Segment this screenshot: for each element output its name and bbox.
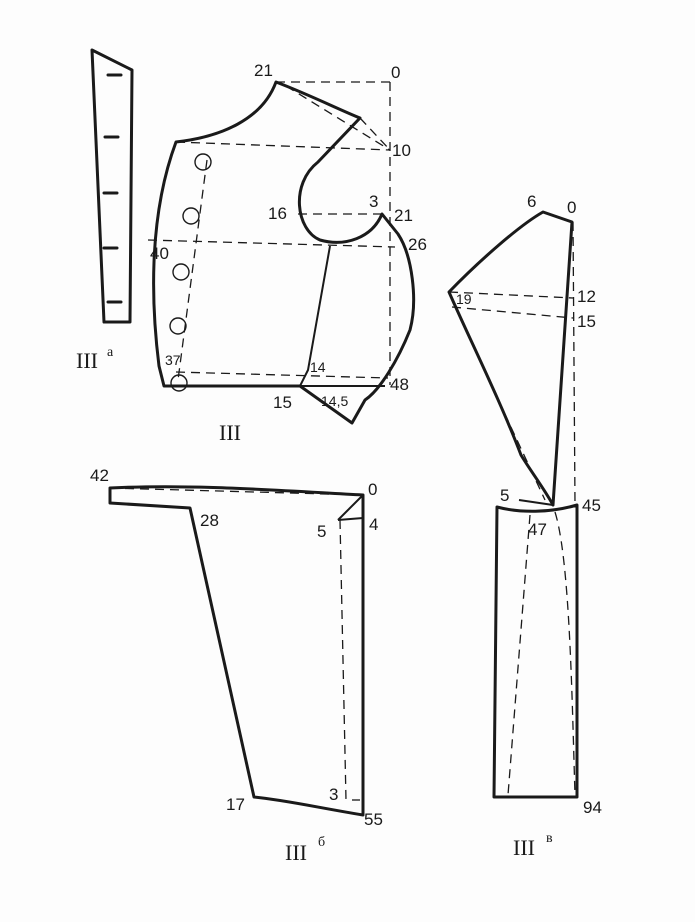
collar-notch-line-2 xyxy=(337,517,364,521)
front-point-26: 26 xyxy=(408,235,427,254)
sleeve-point-19: 19 xyxy=(456,291,472,307)
sleeve-point-6: 6 xyxy=(527,192,536,211)
front-outline xyxy=(152,80,416,425)
front-buttons xyxy=(169,153,212,392)
facing-piece: III а xyxy=(76,48,134,373)
front-point-48: 48 xyxy=(390,375,409,394)
button-mark xyxy=(170,374,188,392)
collar-point-3: 3 xyxy=(329,785,338,804)
front-side-seam xyxy=(299,245,331,387)
front-point-40: 40 xyxy=(150,244,169,263)
sleeve-point-45: 45 xyxy=(582,496,601,515)
collar-point-28: 28 xyxy=(200,511,219,530)
sleeve-point-0: 0 xyxy=(567,198,576,217)
collar-point-55: 55 xyxy=(364,810,383,829)
sleeve-upper-outline xyxy=(447,210,574,507)
sleeve-piece: 6 0 19 12 15 5 45 47 94 III в xyxy=(447,192,602,860)
front-piece: 21 0 10 16 3 21 40 26 37 14 48 15 14,5 I… xyxy=(147,61,427,445)
facing-outline xyxy=(90,48,134,324)
collar-caption-sup: б xyxy=(318,835,325,850)
sleeve-lower-outline xyxy=(492,503,579,799)
sleeve-caption: III xyxy=(513,835,535,860)
collar-point-5: 5 xyxy=(317,522,326,541)
front-point-0: 0 xyxy=(391,63,400,82)
sleeve-point-15: 15 xyxy=(577,312,596,331)
front-point-14-5: 14,5 xyxy=(321,393,348,409)
front-point-21-top: 21 xyxy=(254,61,273,80)
front-point-14: 14 xyxy=(310,359,326,375)
front-point-37: 37 xyxy=(165,352,181,368)
button-mark xyxy=(172,263,190,281)
facing-caption: III xyxy=(76,348,98,373)
front-point-3: 3 xyxy=(369,192,378,211)
sleeve-joint-line xyxy=(518,499,554,506)
front-point-15: 15 xyxy=(273,393,292,412)
front-point-21-mid: 21 xyxy=(394,206,413,225)
front-caption: III xyxy=(219,420,241,445)
sleeve-point-12: 12 xyxy=(577,287,596,306)
sleeve-caption-sup: в xyxy=(546,831,553,846)
collar-point-4: 4 xyxy=(369,515,378,534)
collar-point-0: 0 xyxy=(368,480,377,499)
button-mark xyxy=(182,207,200,225)
collar-point-17: 17 xyxy=(226,795,245,814)
sleeve-point-94: 94 xyxy=(583,798,602,817)
collar-point-42: 42 xyxy=(90,466,109,485)
button-mark xyxy=(169,317,187,335)
front-construction-lines xyxy=(147,81,396,385)
front-point-16: 16 xyxy=(268,204,287,223)
button-mark xyxy=(194,153,212,171)
facing-caption-sup: а xyxy=(107,345,114,360)
sleeve-point-47: 47 xyxy=(528,520,547,539)
collar-caption: III xyxy=(285,840,307,865)
front-point-10: 10 xyxy=(392,141,411,160)
facing-marks xyxy=(102,73,123,304)
collar-notch-line xyxy=(337,494,364,521)
sleeve-point-5: 5 xyxy=(500,486,509,505)
collar-piece: 42 28 0 5 4 17 3 55 III б xyxy=(90,466,383,865)
